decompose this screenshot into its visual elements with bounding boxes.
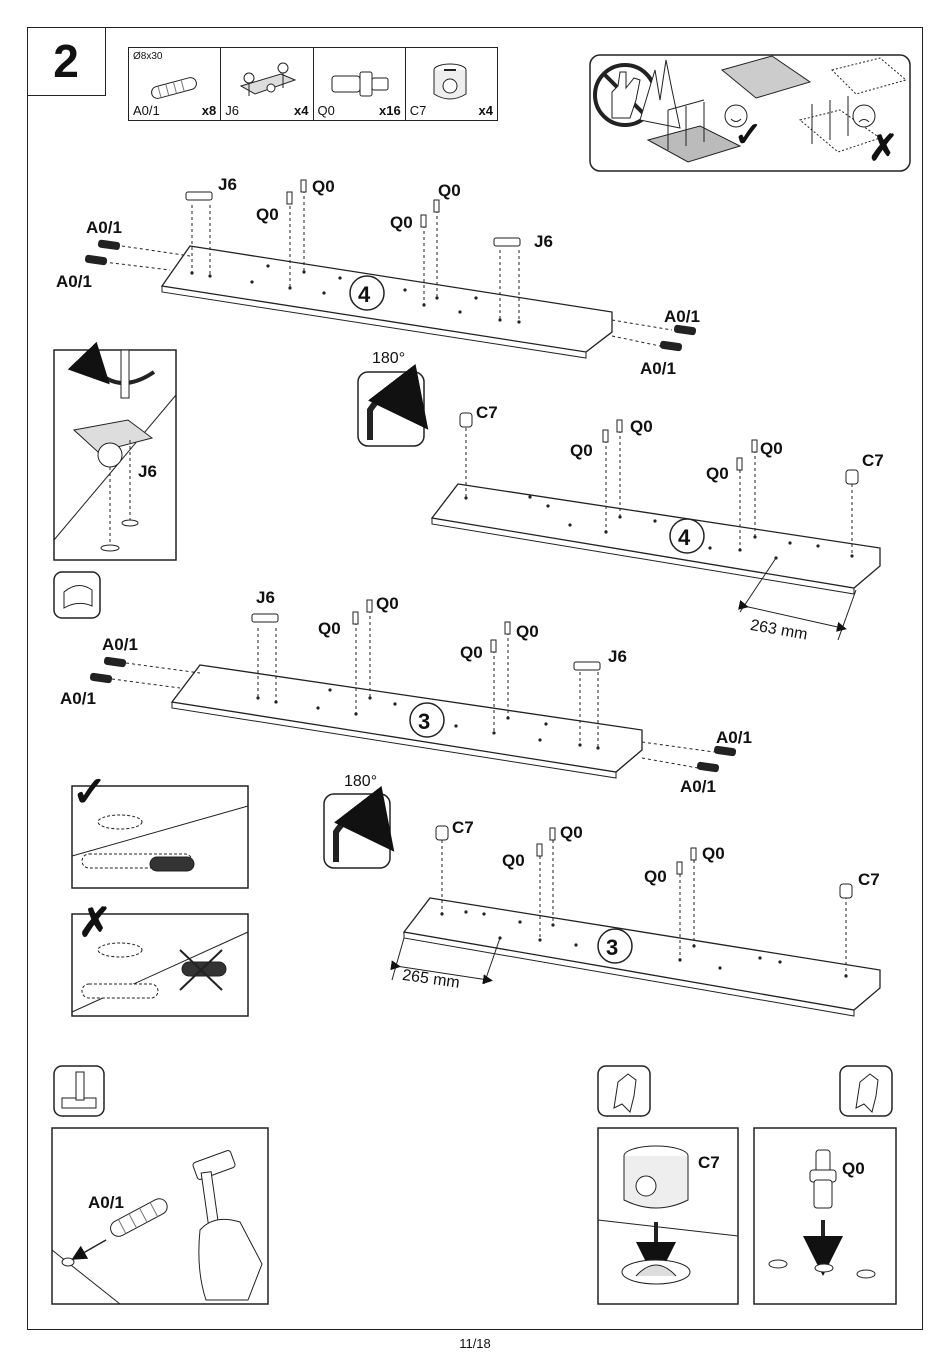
label-c7: C7 <box>452 818 474 837</box>
label-q0: Q0 <box>516 622 539 641</box>
label-c7: C7 <box>476 403 498 422</box>
label-q0: Q0 <box>376 594 399 613</box>
dowel-icon <box>98 239 121 250</box>
label-a01: A0/1 <box>716 728 752 747</box>
panel-number-4: 4 <box>358 282 371 307</box>
label-c7: C7 <box>698 1153 720 1172</box>
j6-icon <box>574 662 600 670</box>
dowel-icon <box>714 746 737 757</box>
label-j6: J6 <box>218 175 237 194</box>
panel-number-3: 3 <box>418 709 430 734</box>
label-q0: Q0 <box>312 177 335 196</box>
label-c7: C7 <box>862 451 884 470</box>
distance-label: 265 mm <box>401 967 461 992</box>
check-icon: ✓ <box>72 768 107 815</box>
screwdriver-icon <box>121 350 129 398</box>
dowel-correct-detail: ✓ <box>72 768 248 888</box>
frown-icon <box>853 105 875 127</box>
rotation-label: 180° <box>372 350 405 367</box>
label-q0: Q0 <box>438 181 461 200</box>
dowel-icon <box>674 325 697 336</box>
cross-icon: ✗ <box>868 127 898 168</box>
cross-icon: ✗ <box>78 901 112 945</box>
label-j6: J6 <box>256 588 275 607</box>
label-q0: Q0 <box>630 417 653 436</box>
dowel-icon <box>697 762 720 773</box>
label-c7: C7 <box>858 870 880 889</box>
label-q0: Q0 <box>842 1159 865 1178</box>
label-a01: A0/1 <box>60 689 96 708</box>
label-q0: Q0 <box>570 441 593 460</box>
cam-bolt-insert-detail: Q0 <box>754 1128 896 1304</box>
cam-lock-insert-detail: C7 <box>598 1128 738 1304</box>
label-q0: Q0 <box>560 823 583 842</box>
page-number: 11/18 <box>0 1336 950 1351</box>
label-a01: A0/1 <box>86 218 122 237</box>
label-q0: Q0 <box>502 851 525 870</box>
c7-icon <box>840 884 852 898</box>
dowel-incorrect-detail: ✗ <box>72 901 248 1016</box>
hammer-icon <box>54 1066 104 1116</box>
tape-measure-icon <box>54 572 100 618</box>
j6-icon <box>186 192 212 200</box>
panel-number-3: 3 <box>606 935 618 960</box>
panel-number-4: 4 <box>678 525 691 550</box>
label-q0: Q0 <box>390 213 413 232</box>
c7-icon <box>846 470 858 484</box>
dowel-icon <box>90 673 113 684</box>
panel-4-top <box>85 180 697 358</box>
dowel-icon <box>660 341 683 352</box>
panel-4-flipped <box>432 413 880 640</box>
rotate-180-icon <box>358 372 424 446</box>
dowel-icon <box>104 657 127 668</box>
panel-3-flipped <box>392 826 880 1016</box>
dowel-icon <box>85 255 108 266</box>
label-q0: Q0 <box>644 867 667 886</box>
label-q0: Q0 <box>702 844 725 863</box>
label-a01: A0/1 <box>664 307 700 326</box>
c7-icon <box>436 826 448 840</box>
label-a01: A0/1 <box>102 635 138 654</box>
label-a01: A0/1 <box>680 777 716 796</box>
label-q0: Q0 <box>318 619 341 638</box>
label-j6: J6 <box>534 232 553 251</box>
label-q0: Q0 <box>460 643 483 662</box>
label-a01: A0/1 <box>640 359 676 378</box>
hand-press-icon <box>598 1066 650 1116</box>
label-q0: Q0 <box>256 205 279 224</box>
c7-icon <box>460 413 472 427</box>
distance-label: 263 mm <box>749 617 809 644</box>
check-icon: ✓ <box>734 116 763 154</box>
rotate-180-icon <box>324 794 390 868</box>
label-a01: A0/1 <box>88 1193 124 1212</box>
j6-icon <box>252 614 278 622</box>
label-j6: J6 <box>608 647 627 666</box>
rotation-label: 180° <box>344 773 377 790</box>
label-q0: Q0 <box>706 464 729 483</box>
label-q0: Q0 <box>760 439 783 458</box>
panel-3-top <box>90 600 737 778</box>
screwdriver-detail: J6 <box>54 350 176 560</box>
j6-icon <box>494 238 520 246</box>
hammer-dowel-detail: A0/1 <box>52 1128 268 1304</box>
hand-press-icon <box>840 1066 892 1116</box>
label-a01: A0/1 <box>56 272 92 291</box>
surface-warning-box: ✓ ✗ <box>590 55 910 171</box>
label-j6: J6 <box>138 462 157 481</box>
